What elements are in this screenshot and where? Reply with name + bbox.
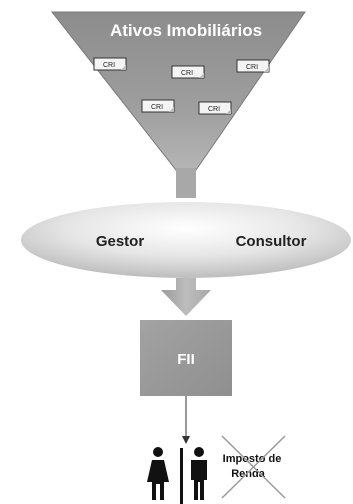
- managers-ellipse: Gestor Consultor: [21, 202, 351, 278]
- funnel-title: Ativos Imobiliários: [110, 21, 262, 40]
- funnel: Ativos Imobiliários CRI CRI CRI CRI CRI: [50, 11, 306, 171]
- cri-document: CRI: [93, 57, 127, 71]
- block-arrow-down: [161, 278, 211, 316]
- svg-text:CRI: CRI: [181, 70, 193, 77]
- fii-label: FII: [177, 351, 195, 368]
- cri-document: CRI: [198, 101, 232, 115]
- gestor-label: Gestor: [96, 233, 145, 250]
- cri-document: CRI: [236, 59, 270, 73]
- funnel-spout: [176, 168, 196, 198]
- cri-document: CRI: [141, 99, 175, 113]
- svg-text:CRI: CRI: [103, 62, 115, 69]
- woman-icon: [147, 447, 169, 500]
- svg-text:CRI: CRI: [246, 64, 258, 71]
- fii-box: FII: [140, 320, 232, 396]
- svg-text:CRI: CRI: [151, 104, 163, 111]
- divider-bar: [180, 448, 183, 504]
- svg-text:CRI: CRI: [208, 106, 220, 113]
- consultor-label: Consultor: [236, 233, 307, 250]
- man-icon: [191, 447, 207, 500]
- cri-document: CRI: [171, 65, 205, 79]
- income-tax: Imposto de Renda: [221, 435, 286, 499]
- tax-cross-line: [221, 435, 286, 499]
- tax-label-line1: Imposto de: [223, 453, 282, 465]
